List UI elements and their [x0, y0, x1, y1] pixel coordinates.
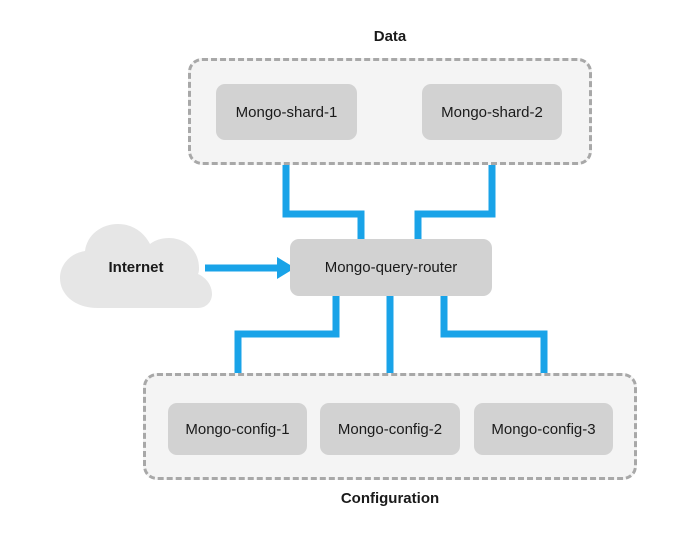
node-mongo-query-router[interactable]: Mongo-query-router — [290, 239, 492, 296]
connector-internet-router — [205, 257, 295, 279]
cloud-icon — [60, 224, 212, 308]
node-mongo-config-1[interactable]: Mongo-config-1 — [168, 403, 307, 455]
connector-router-config1 — [234, 294, 340, 405]
connector-shard1-router — [282, 138, 365, 241]
connector-shard2-router — [414, 138, 496, 241]
node-mongo-shard-1[interactable]: Mongo-shard-1 — [216, 84, 357, 140]
node-mongo-config-3[interactable]: Mongo-config-3 — [474, 403, 613, 455]
group-label-data: Data — [373, 28, 407, 45]
node-mongo-config-2[interactable]: Mongo-config-2 — [320, 403, 460, 455]
node-mongo-shard-2[interactable]: Mongo-shard-2 — [422, 84, 562, 140]
group-label-configuration: Configuration — [340, 490, 440, 507]
connector-router-config3 — [440, 294, 548, 405]
cloud-label-internet: Internet — [108, 259, 164, 276]
cloud-internet[interactable] — [58, 222, 214, 310]
